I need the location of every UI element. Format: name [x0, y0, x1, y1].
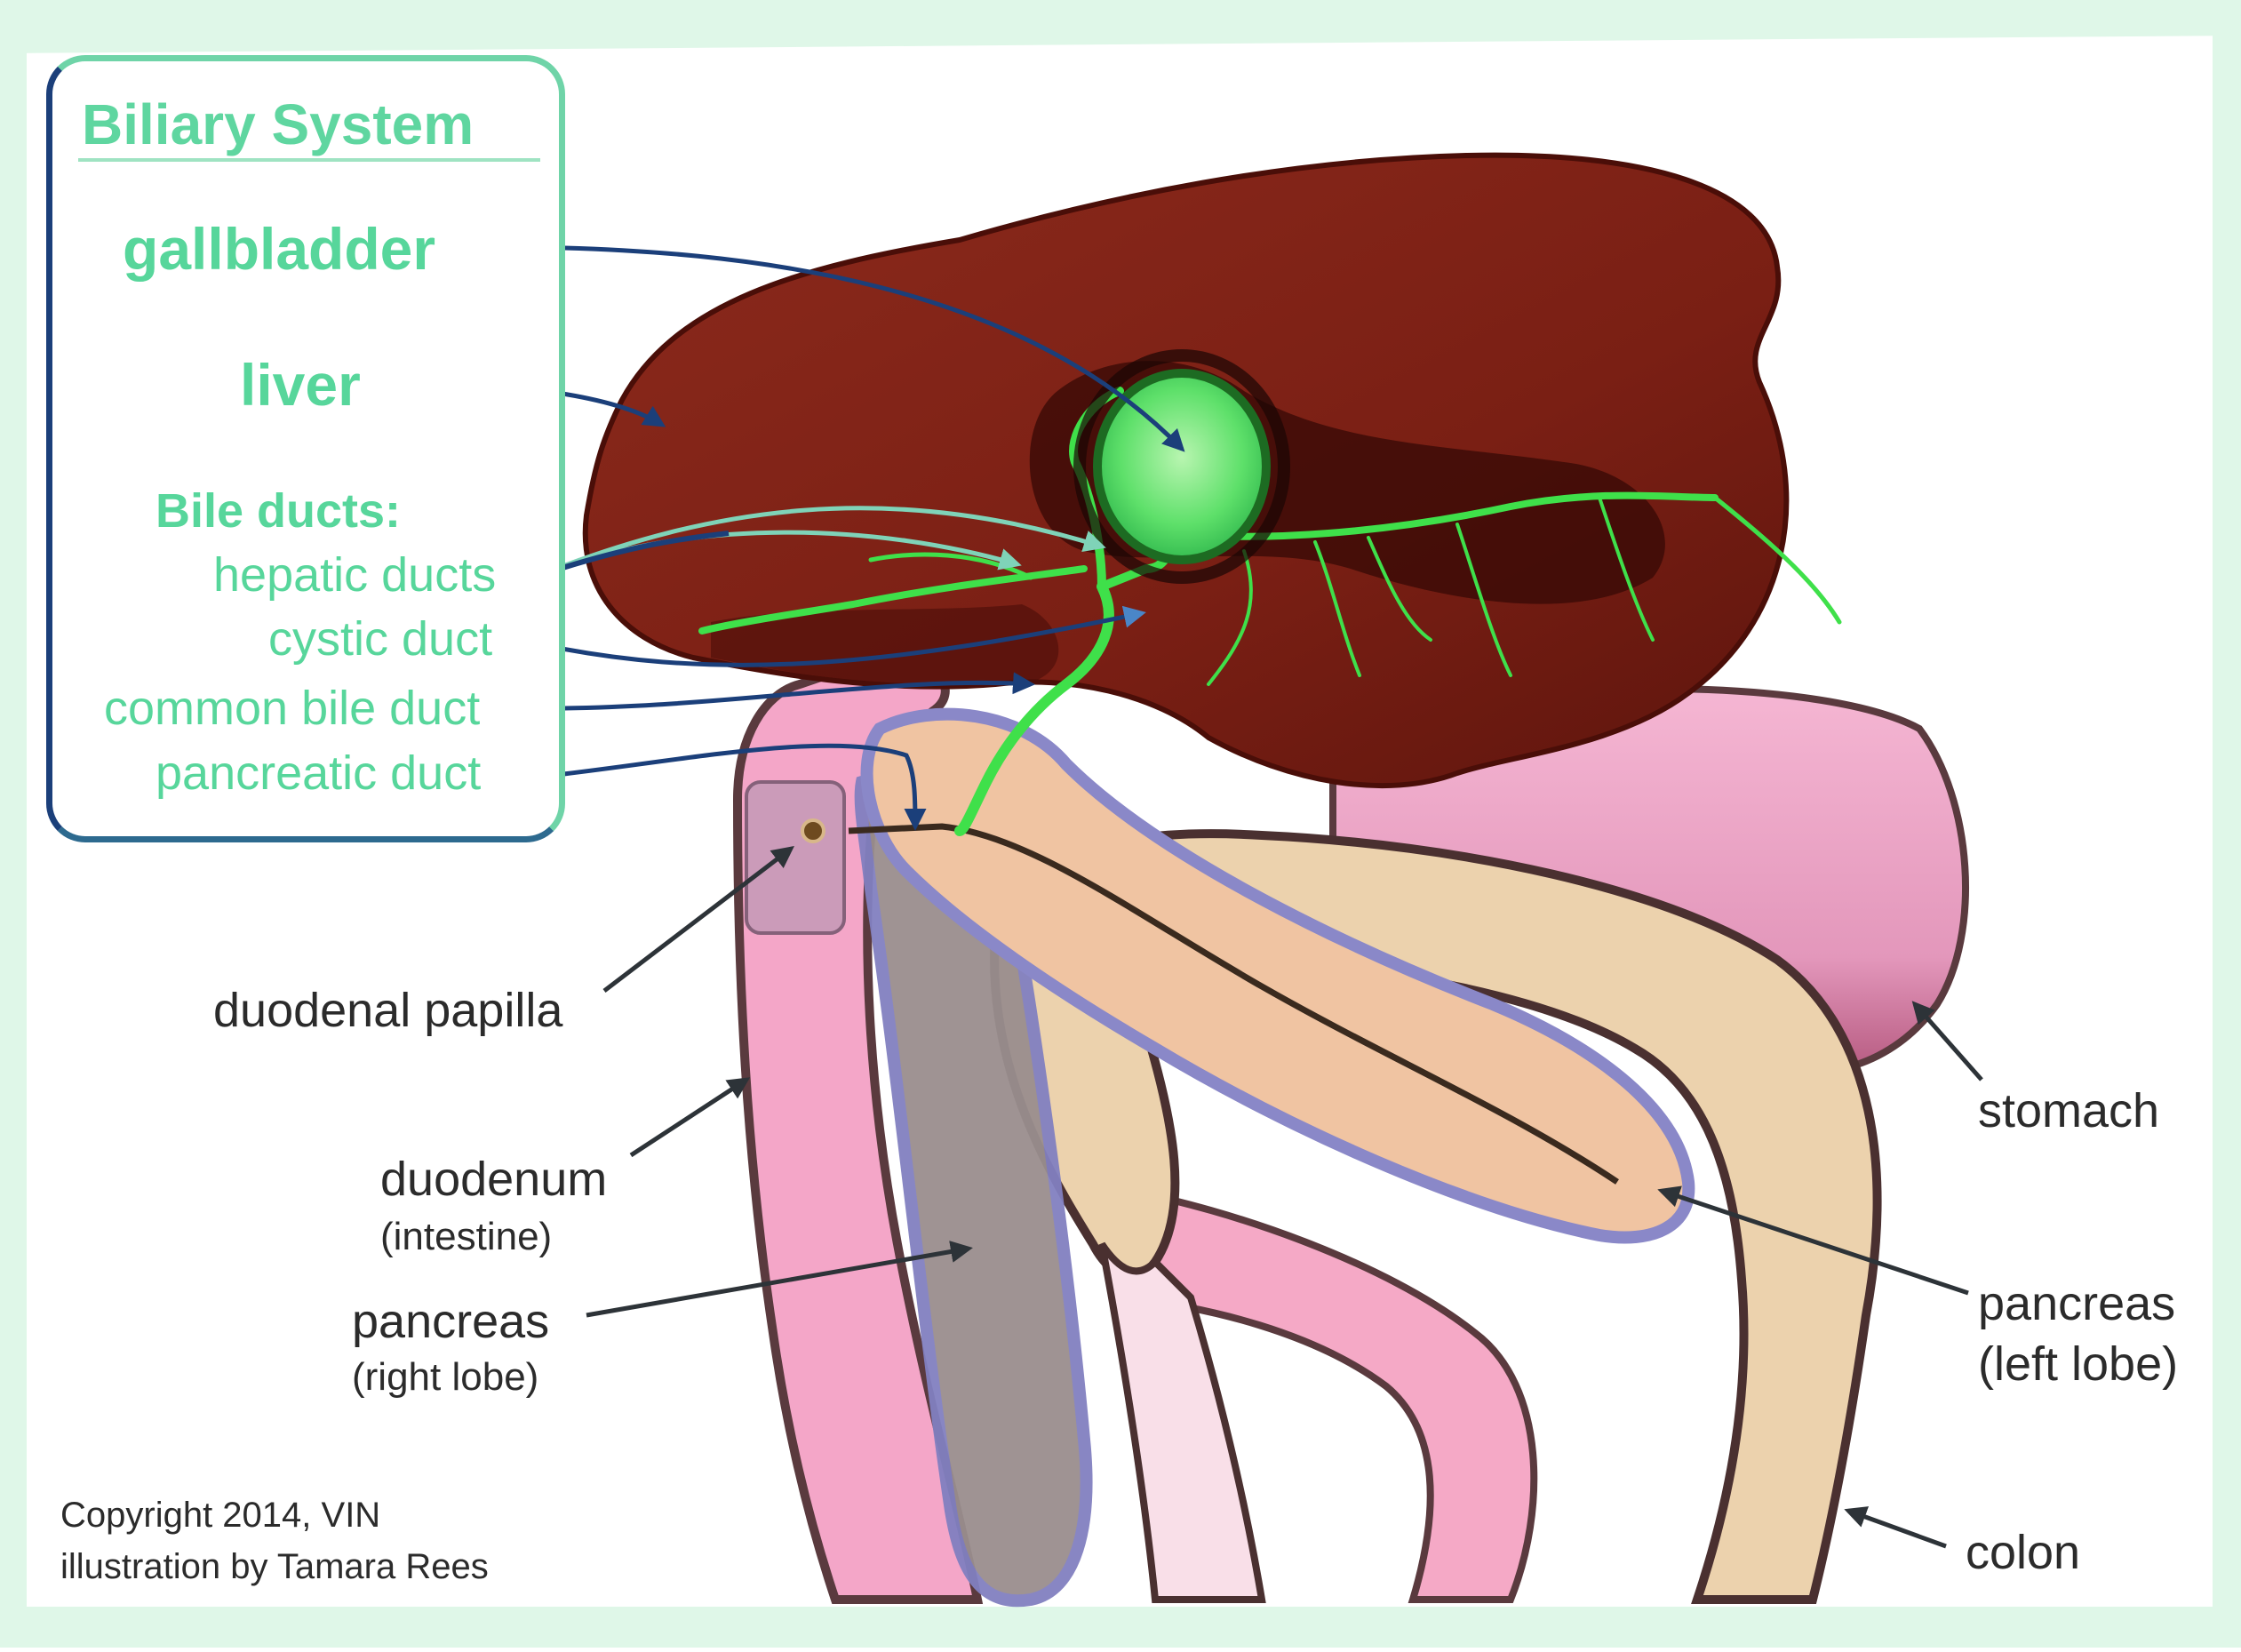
duodenum-note: (intestine) — [380, 1215, 553, 1258]
liver-label: liver — [240, 352, 361, 418]
duodenal-papilla-window — [745, 780, 846, 935]
legend-title: Biliary System — [82, 92, 475, 156]
copyright-text: Copyright 2014, VIN — [60, 1496, 381, 1535]
cystic-duct-label: cystic duct — [268, 612, 493, 666]
label-arrows — [586, 845, 1983, 1549]
duodenal-papilla-label: duodenal papilla — [213, 984, 563, 1037]
duodenal-papilla-opening — [801, 818, 825, 843]
stomach-arrow — [1911, 1001, 1983, 1081]
pancreas-right-note: (right lobe) — [352, 1355, 539, 1399]
bile-ducts-heading: Bile ducts: — [156, 484, 402, 538]
gallbladder-shape — [1093, 369, 1271, 564]
common-bile-duct-arrow — [523, 672, 1035, 711]
hepatic-duct-arrow-3 — [537, 531, 730, 579]
intestine-loop — [1115, 1186, 1538, 1603]
hepatic-duct-arrow-1 — [537, 506, 1106, 579]
pancreatic-duct-line — [848, 823, 1619, 1185]
colon-lower-segment — [1098, 1241, 1266, 1603]
colon-label: colon — [1966, 1526, 2081, 1579]
pancreatic-duct-label: pancreatic duct — [156, 746, 482, 800]
duodenum-label: duodenum — [380, 1153, 608, 1206]
legend-arrows — [403, 244, 1185, 831]
pancreas-right-arrow — [586, 1241, 973, 1318]
pancreas-right-label: pancreas — [352, 1295, 550, 1348]
colon-shape — [990, 829, 1882, 1604]
gallbladder-arrow — [514, 244, 1185, 452]
illustrator-credit: illustration by Tamara Rees — [60, 1547, 489, 1586]
liver-fold-shadow — [711, 604, 1059, 687]
colon-arrow — [1844, 1506, 1947, 1549]
gallbladder-label: gallbladder — [123, 216, 436, 282]
pancreas-left-arrow — [1657, 1185, 1969, 1296]
pancreas-left-label: pancreas — [1978, 1277, 2176, 1330]
pancreatic-duct-arrow — [523, 743, 927, 831]
gallbladder-shadow-ring — [1073, 349, 1290, 584]
stomach-label: stomach — [1978, 1084, 2160, 1137]
duodenal-papilla-arrow — [602, 845, 794, 993]
hepatic-ducts-label: hepatic ducts — [213, 548, 497, 602]
legend-panel — [46, 55, 565, 842]
legend-divider — [78, 158, 540, 162]
common-bile-duct-label: common bile duct — [104, 682, 481, 735]
pancreas-left-note: (left lobe) — [1978, 1337, 2179, 1391]
duodenum-arrow — [629, 1077, 751, 1158]
cystic-duct-arrow — [519, 605, 1146, 667]
